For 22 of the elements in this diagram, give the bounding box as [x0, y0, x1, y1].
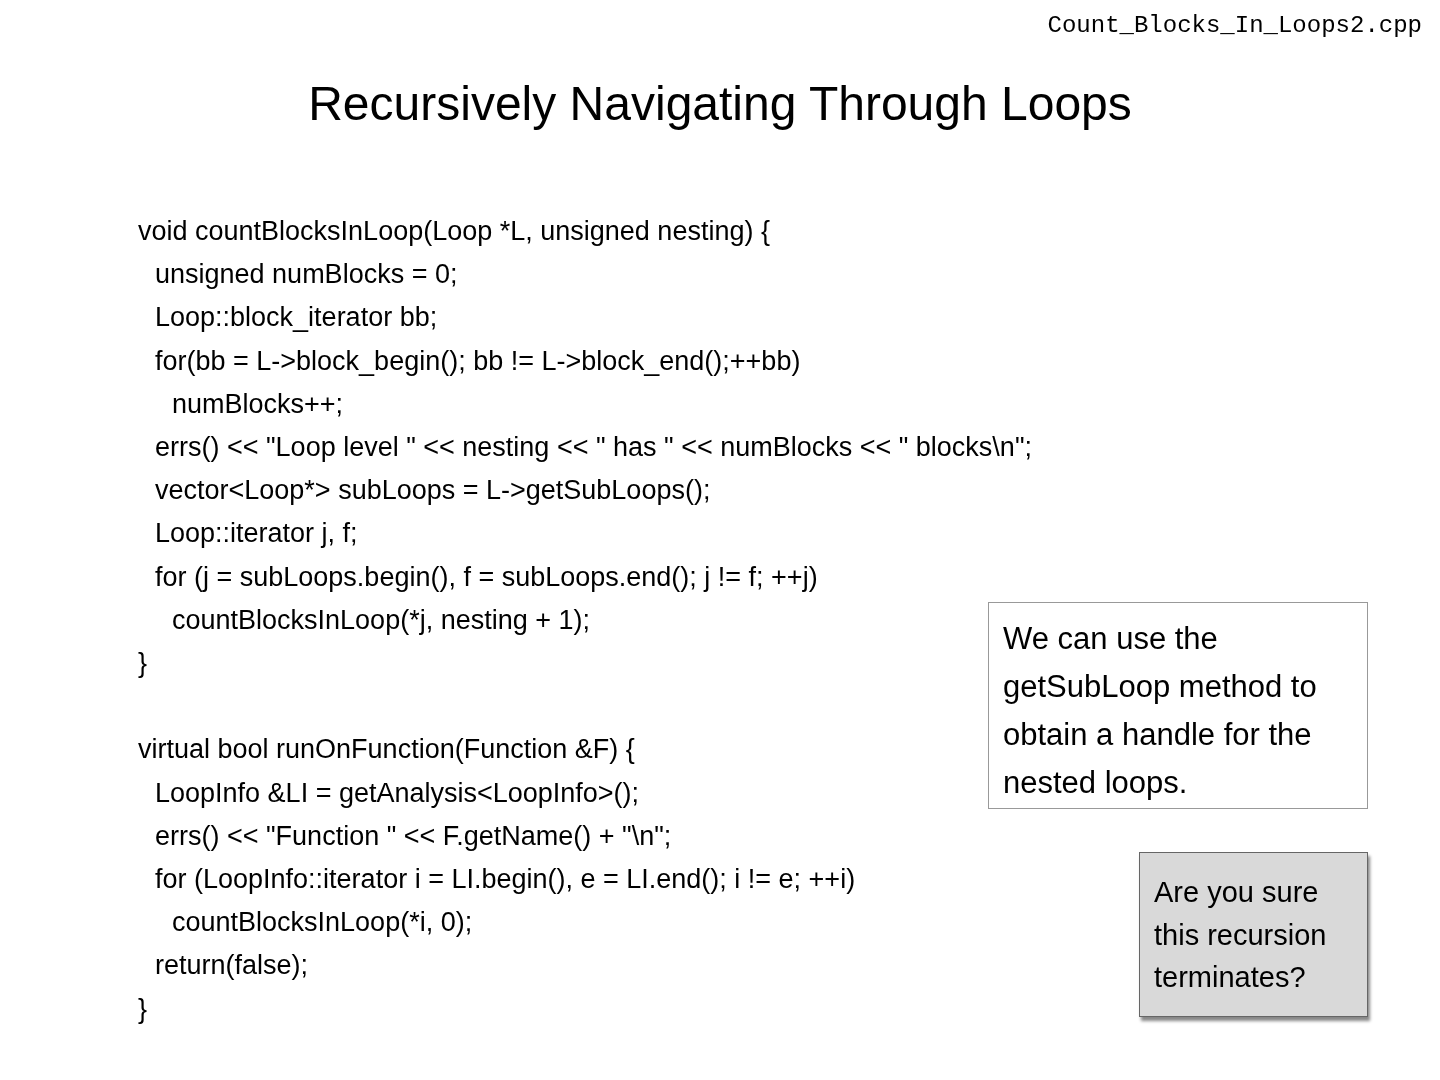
- question-box: Are you sure this recursion terminates?: [1139, 852, 1368, 1017]
- code-line: errs() << "Function " << F.getName() + "\n";: [155, 820, 672, 852]
- file-name: Count_Blocks_In_Loops2.cpp: [1047, 12, 1422, 39]
- code-line: LoopInfo &LI = getAnalysis<LoopInfo>();: [155, 777, 640, 809]
- code-line: }: [138, 993, 148, 1025]
- code-line: Loop::iterator j, f;: [155, 518, 358, 550]
- code-line: }: [138, 648, 148, 679]
- code-line: for (LoopInfo::iterator i = LI.begin(), e = LI.end(); i != e; ++i): [155, 864, 856, 895]
- code-line: errs() << "Loop level " << nesting << " has " << numBlocks << " blocks\n";: [155, 432, 1032, 463]
- code-line: unsigned numBlocks = 0;: [155, 259, 458, 291]
- slide-title: Recursively Navigating Through Loops: [307, 76, 1133, 131]
- code-line: virtual bool runOnFunction(Function &F) {: [138, 734, 635, 766]
- code-line: vector<Loop*> subLoops = L->getSubLoops();: [155, 475, 711, 507]
- note-box: We can use the getSubLoop method to obtain a handle for the nested loops.: [988, 602, 1368, 809]
- code-line: for (j = subLoops.begin(), f = subLoops.end(); j != f; ++j): [155, 561, 818, 593]
- code-line: void countBlocksInLoop(Loop *L, unsigned nesting) {: [138, 216, 770, 247]
- code-line: for(bb = L->block_begin(); bb != L->block_end();++bb): [155, 345, 801, 377]
- code-line: return(false);: [155, 950, 309, 982]
- code-line: countBlocksInLoop(*i, 0);: [172, 907, 473, 939]
- code-line: Loop::block_iterator bb;: [155, 302, 438, 334]
- code-line: countBlocksInLoop(*j, nesting + 1);: [172, 604, 590, 636]
- code-line: numBlocks++;: [172, 388, 344, 420]
